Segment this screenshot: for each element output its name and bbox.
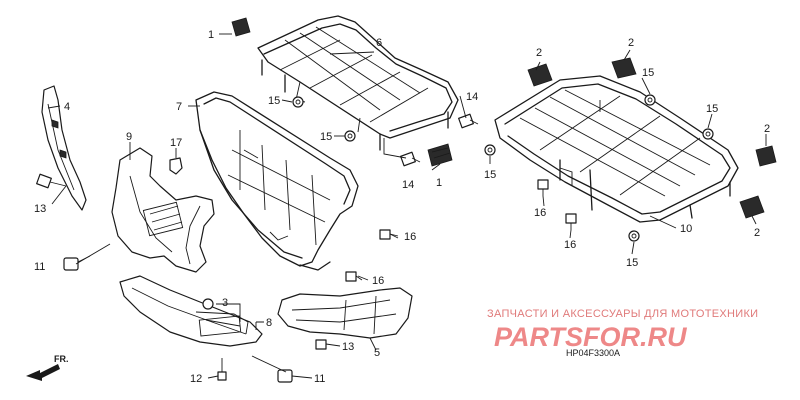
front-carrier-pad-2 (611, 57, 637, 79)
callout-15-a: 15 (268, 95, 280, 107)
callout-15-b: 15 (320, 131, 332, 143)
front-skid-frame (111, 147, 215, 273)
bolt-16-d (565, 213, 577, 230)
callout-12: 12 (190, 373, 202, 385)
callout-2-d: 2 (754, 227, 760, 239)
callout-11-left: 11 (34, 261, 45, 273)
side-step-guard (277, 287, 413, 339)
callout-2-c: 2 (764, 123, 770, 135)
collar-3 (202, 298, 214, 310)
lower-skid-plate (119, 275, 263, 347)
nut-15-c (484, 144, 496, 156)
callout-15-f: 15 (626, 257, 638, 269)
callout-15-d: 15 (642, 67, 654, 79)
bolt-16-a (379, 229, 399, 240)
callout-14-a: 14 (466, 91, 478, 103)
callout-1-upper: 1 (208, 29, 214, 41)
clip-17 (169, 157, 183, 175)
callout-11-bottom: 11 (314, 373, 325, 385)
front-carrier-pad-1 (527, 63, 553, 87)
nut-15-d (644, 94, 656, 106)
callout-labels: 1 1 2 2 2 2 3 4 5 6 7 8 9 10 11 11 12 13… (34, 29, 770, 385)
callout-5: 5 (374, 347, 380, 359)
carrier-pad-upper (231, 17, 251, 37)
callout-4: 4 (64, 101, 70, 113)
callout-16-c: 16 (534, 207, 546, 219)
nut-15-b (344, 130, 356, 142)
callout-10: 10 (680, 223, 692, 235)
callout-2-a: 2 (536, 47, 542, 59)
callout-6: 6 (376, 37, 382, 49)
bolt-14-b (400, 151, 421, 167)
front-bumper-guard (195, 91, 359, 271)
rear-carrier-rack (257, 15, 459, 151)
left-side-guard (41, 85, 87, 211)
callout-16-a: 16 (404, 231, 416, 243)
callout-2-b: 2 (628, 37, 634, 49)
callout-1-lower: 1 (436, 177, 442, 189)
callout-16-d: 16 (564, 239, 576, 251)
callout-16-b: 16 (372, 275, 384, 287)
bolt-16-b (345, 271, 363, 282)
watermark-brand: PARTSFOR.RU (494, 322, 688, 352)
bolt-11-a (63, 255, 91, 271)
leader-lines (47, 33, 767, 379)
nut-15-a (292, 96, 304, 108)
nut-15-e (702, 128, 714, 140)
callout-8: 8 (266, 317, 272, 329)
front-carrier-rack (494, 75, 739, 223)
callout-13-left: 13 (34, 203, 46, 215)
callout-15-c: 15 (484, 169, 496, 181)
bolt-13-b (315, 339, 327, 350)
callout-15-e: 15 (706, 103, 718, 115)
watermark: ЗАПЧАСТИ И АКСЕССУАРЫ ДЛЯ МОТОТЕХНИКИ PA… (487, 308, 758, 352)
callout-9: 9 (126, 131, 132, 143)
nut-15-f (628, 230, 640, 242)
bolt-16-c (537, 179, 549, 196)
watermark-tagline: ЗАПЧАСТИ И АКСЕССУАРЫ ДЛЯ МОТОТЕХНИКИ (487, 308, 758, 320)
callout-14-b: 14 (402, 179, 414, 191)
front-label: FR. (54, 354, 69, 364)
bolt-12 (217, 358, 227, 381)
bolt-14-a (458, 113, 479, 129)
carrier-pad-lower (427, 143, 453, 167)
callout-3: 3 (222, 297, 228, 309)
front-direction-arrow: FR. (26, 354, 69, 381)
callout-13-bottom: 13 (342, 341, 354, 353)
front-carrier-pad-4 (739, 195, 765, 219)
bolt-13-a (36, 173, 67, 189)
callout-17: 17 (170, 137, 182, 149)
front-carrier-pad-3 (755, 145, 777, 167)
diagram-code: HP04F3300A (566, 348, 620, 358)
callout-7: 7 (176, 101, 182, 113)
